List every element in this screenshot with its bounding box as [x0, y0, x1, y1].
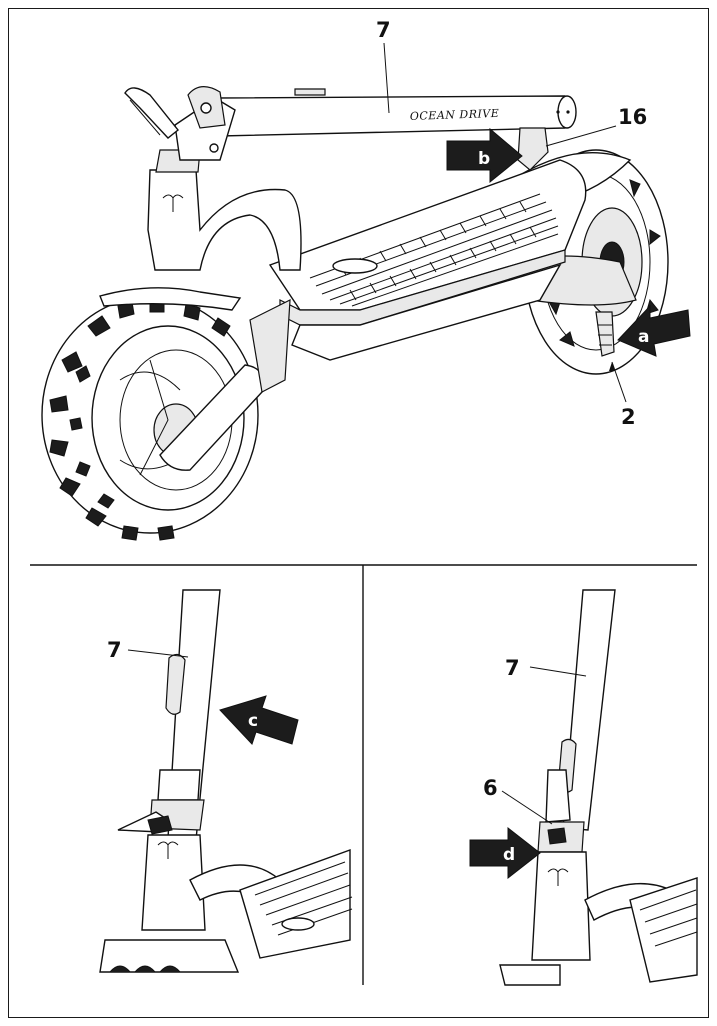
arrow-d: d — [469, 826, 541, 880]
stem-upright-right — [499, 589, 698, 986]
steering-neck — [147, 169, 302, 271]
scooter-folded: OCEAN DRIVE — [41, 86, 669, 541]
folded-stem: OCEAN DRIVE — [214, 88, 577, 137]
arrow-b-label: b — [478, 149, 490, 169]
deck — [268, 159, 587, 361]
callout-16: 16 — [618, 105, 647, 129]
figure-frame — [8, 8, 709, 1018]
folding-hinge — [124, 86, 236, 161]
leader-left-tube — [127, 649, 189, 658]
callout-7-top: 7 — [376, 18, 391, 42]
leader-right-tube — [529, 666, 587, 677]
arrow-b: b — [446, 127, 523, 184]
front-wheel — [41, 296, 259, 541]
leader-latch — [545, 125, 617, 147]
arrow-d-label: d — [503, 845, 515, 865]
leader-lever — [501, 790, 553, 825]
stem-upright-left — [99, 589, 353, 973]
arrow-a-label: a — [638, 327, 649, 347]
arrow-c: c — [219, 695, 299, 745]
callout-6: 6 — [483, 776, 498, 800]
front-mudguard — [99, 287, 242, 311]
neck-logo — [162, 194, 184, 212]
leader-valve — [611, 361, 627, 403]
front-suspension-bracket — [249, 298, 291, 393]
leader-top-tube — [383, 42, 390, 114]
callout-7-right: 7 — [505, 656, 520, 680]
arrow-a: a — [617, 304, 691, 357]
callout-7-left: 7 — [107, 638, 122, 662]
callout-2: 2 — [621, 405, 636, 429]
brand-label: OCEAN DRIVE — [410, 107, 500, 123]
arrow-c-label: c — [248, 711, 258, 731]
